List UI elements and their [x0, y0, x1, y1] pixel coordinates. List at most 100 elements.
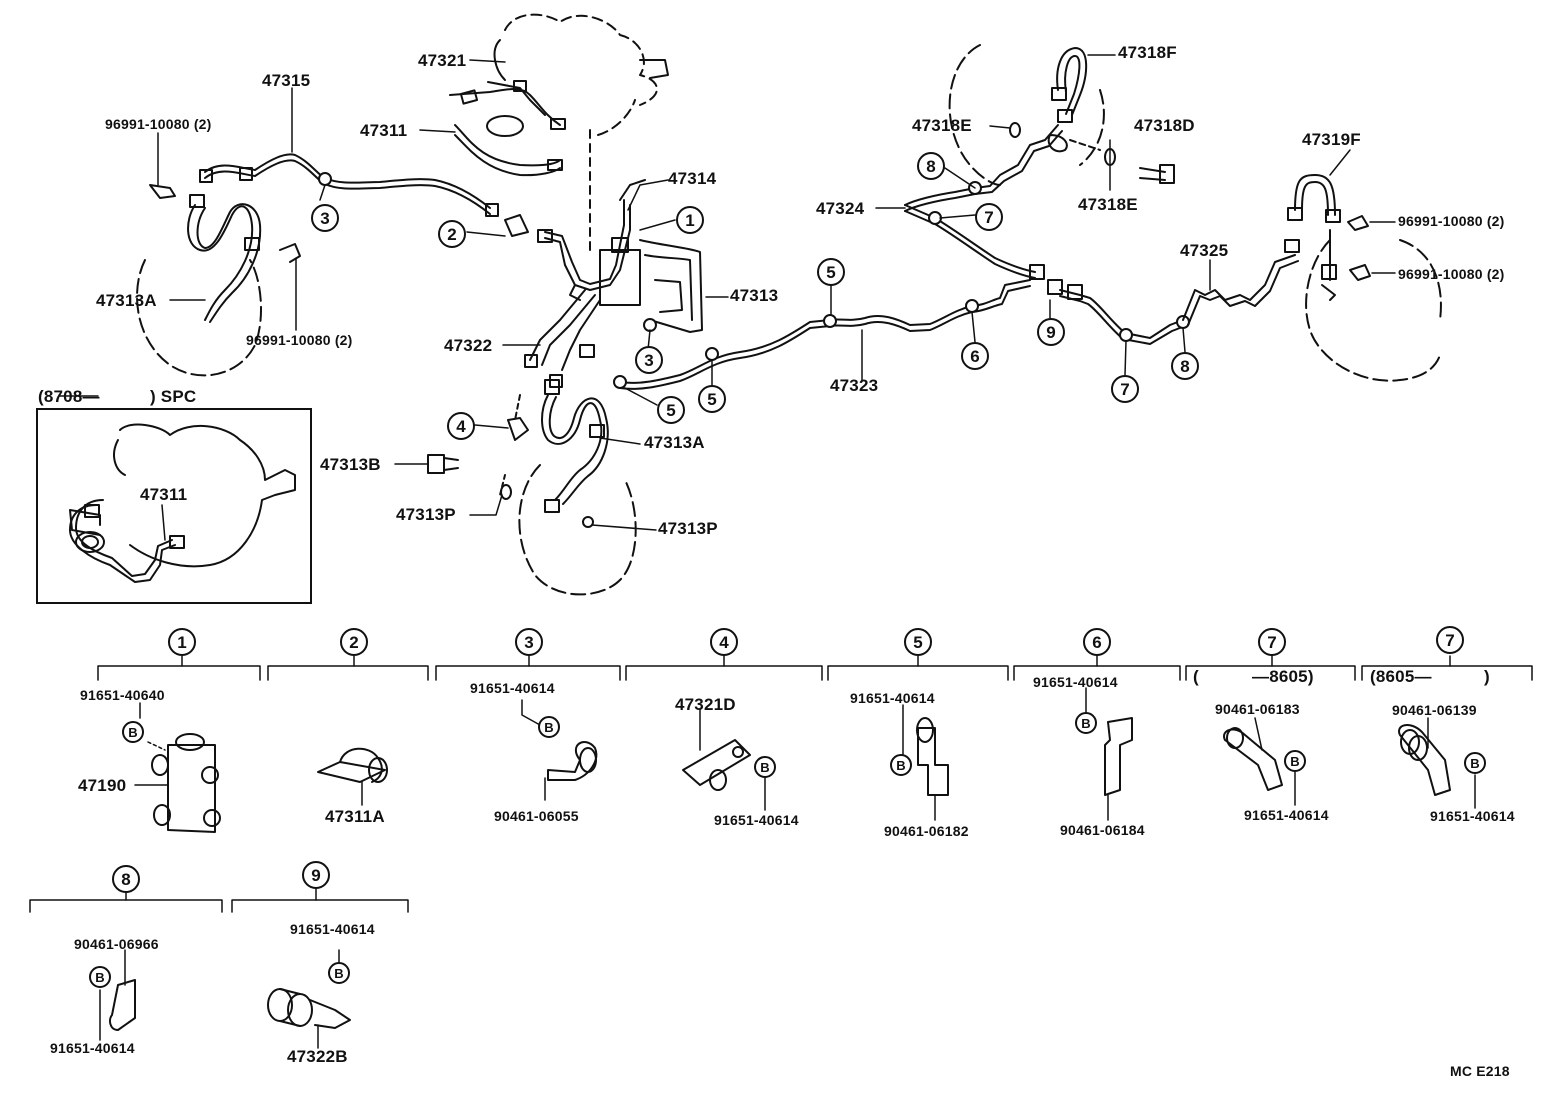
- detail-2-number: 2: [340, 628, 368, 656]
- detail-5-clamp: [902, 704, 949, 821]
- detail-4-top-part: 47321D: [675, 695, 736, 714]
- callout-3-center: 3: [635, 346, 663, 374]
- tube-47311: [449, 80, 566, 177]
- hose-47313A-left: [187, 194, 262, 323]
- detail-3-clamp: [521, 699, 598, 801]
- detail-2-part: 47311A: [325, 807, 385, 826]
- label-96991-mid-left: 96991-10080 (2): [246, 332, 353, 348]
- callout-5-mid: 5: [698, 385, 726, 413]
- callout-7-upper: 7: [975, 203, 1003, 231]
- hose-47318F: [1047, 47, 1101, 153]
- callout-8-lower: 8: [1171, 352, 1199, 380]
- diagram-code: MC E218: [1450, 1063, 1510, 1079]
- label-47321: 47321: [418, 51, 467, 70]
- detail-7b-range: (8605—: [1370, 667, 1432, 686]
- label-47318E-lower: 47318E: [1078, 195, 1138, 214]
- label-47322: 47322: [444, 336, 493, 355]
- detail-7b-top-part: 90461-06139: [1392, 702, 1477, 718]
- label-47319F: 47319F: [1302, 130, 1361, 149]
- detail-1-number: 1: [168, 628, 196, 656]
- detail-1-top-part: 91651-40640: [80, 687, 165, 703]
- detail-4-bolt-b: B: [754, 756, 776, 778]
- callout-2: 2: [438, 220, 466, 248]
- label-47318F: 47318F: [1118, 43, 1177, 62]
- label-47324: 47324: [816, 199, 865, 218]
- detail-8-bottom-part: 91651-40614: [50, 1040, 135, 1056]
- detail-7b-number: 7: [1436, 626, 1464, 654]
- detail-brackets: [29, 655, 1533, 913]
- detail-7a-clamp: [1223, 717, 1296, 806]
- detail-5-bottom-part: 90461-06182: [884, 823, 969, 839]
- detail-9-bottom-part: 47322B: [287, 1047, 348, 1066]
- detail-7b-range-close: ): [1484, 667, 1490, 686]
- inset-suffix-label: ) SPC: [150, 387, 197, 406]
- detail-6-clamp: [1085, 687, 1133, 821]
- hose-47313A-center: [541, 379, 609, 513]
- label-47311: 47311: [360, 121, 408, 140]
- junction-9: [1029, 264, 1190, 345]
- inset-part-47311: 47311: [140, 485, 188, 504]
- right-lower-wheel-outline: [1305, 239, 1441, 382]
- left-wheel-outline: [136, 259, 263, 377]
- detail-7a-number: 7: [1258, 628, 1286, 656]
- leader-lines: [157, 54, 1396, 531]
- detail-8-clamp: [99, 949, 136, 1041]
- label-47313P-left: 47313P: [396, 505, 456, 524]
- detail-2-clamp: [317, 747, 388, 806]
- detail-3-top-part: 91651-40614: [470, 680, 555, 696]
- detail-1-part: 47190: [78, 776, 127, 795]
- label-47313P-right: 47313P: [658, 519, 718, 538]
- brake-booster-top: [493, 13, 669, 251]
- callout-4: 4: [447, 412, 475, 440]
- label-47313: 47313: [730, 286, 779, 305]
- label-47318D: 47318D: [1134, 116, 1195, 135]
- callout-6: 6: [961, 342, 989, 370]
- callout-9: 9: [1037, 318, 1065, 346]
- inset-range-label: (8708—: [38, 387, 100, 406]
- callout-1: 1: [676, 206, 704, 234]
- label-47315: 47315: [262, 71, 311, 90]
- label-96991-right-upper: 96991-10080 (2): [1398, 213, 1505, 229]
- detail-8-top-part: 90461-06966: [74, 936, 159, 952]
- callout-5-top: 5: [817, 258, 845, 286]
- detail-3-bottom-part: 90461-06055: [494, 808, 579, 824]
- detail-9-number: 9: [302, 861, 330, 889]
- detail-6-bottom-part: 90461-06184: [1060, 822, 1145, 838]
- detail-4-bottom-part: 91651-40614: [714, 812, 799, 828]
- detail-3-number: 3: [515, 628, 543, 656]
- detail-4-clamp: [682, 709, 766, 811]
- callout-3-left: 3: [311, 204, 339, 232]
- label-47313B: 47313B: [320, 455, 381, 474]
- proportioning-valve-lines: [524, 179, 703, 388]
- label-47313A-center: 47313A: [644, 433, 705, 452]
- tube-47324: [904, 124, 1063, 279]
- label-47323: 47323: [830, 376, 879, 395]
- callout-8-upper: 8: [917, 152, 945, 180]
- label-47325: 47325: [1180, 241, 1229, 260]
- detail-6-bolt-b: B: [1075, 712, 1097, 734]
- detail-7a-bottom-part: 91651-40614: [1244, 807, 1329, 823]
- callout-7-lower: 7: [1111, 375, 1139, 403]
- callout-5-low: 5: [657, 396, 685, 424]
- detail-5-number: 5: [904, 628, 932, 656]
- detail-7a-bolt-b: B: [1284, 750, 1306, 772]
- spc-inset-box: [36, 408, 312, 604]
- detail-7a-top-part: 90461-06183: [1215, 701, 1300, 717]
- detail-1-valve: [134, 702, 221, 833]
- detail-7b-bottom-part: 91651-40614: [1430, 808, 1515, 824]
- label-47314: 47314: [668, 169, 717, 188]
- label-96991-top-left: 96991-10080 (2): [105, 116, 212, 132]
- right-upper-wheel-outline: [948, 44, 1001, 186]
- detail-5-bolt-b: B: [890, 754, 912, 776]
- label-47313A-left: 47313A: [96, 291, 157, 310]
- detail-6-number: 6: [1083, 628, 1111, 656]
- detail-7b-bolt-b: B: [1464, 752, 1486, 774]
- label-96991-right-lower: 96991-10080 (2): [1398, 266, 1505, 282]
- detail-7a-range: —8605): [1252, 667, 1314, 686]
- hose-47319F: [1287, 174, 1341, 301]
- center-wheel-outline: [518, 464, 637, 596]
- tube-47323: [613, 279, 1031, 390]
- detail-6-top-part: 91651-40614: [1033, 674, 1118, 690]
- detail-9-bolt-b: B: [328, 962, 350, 984]
